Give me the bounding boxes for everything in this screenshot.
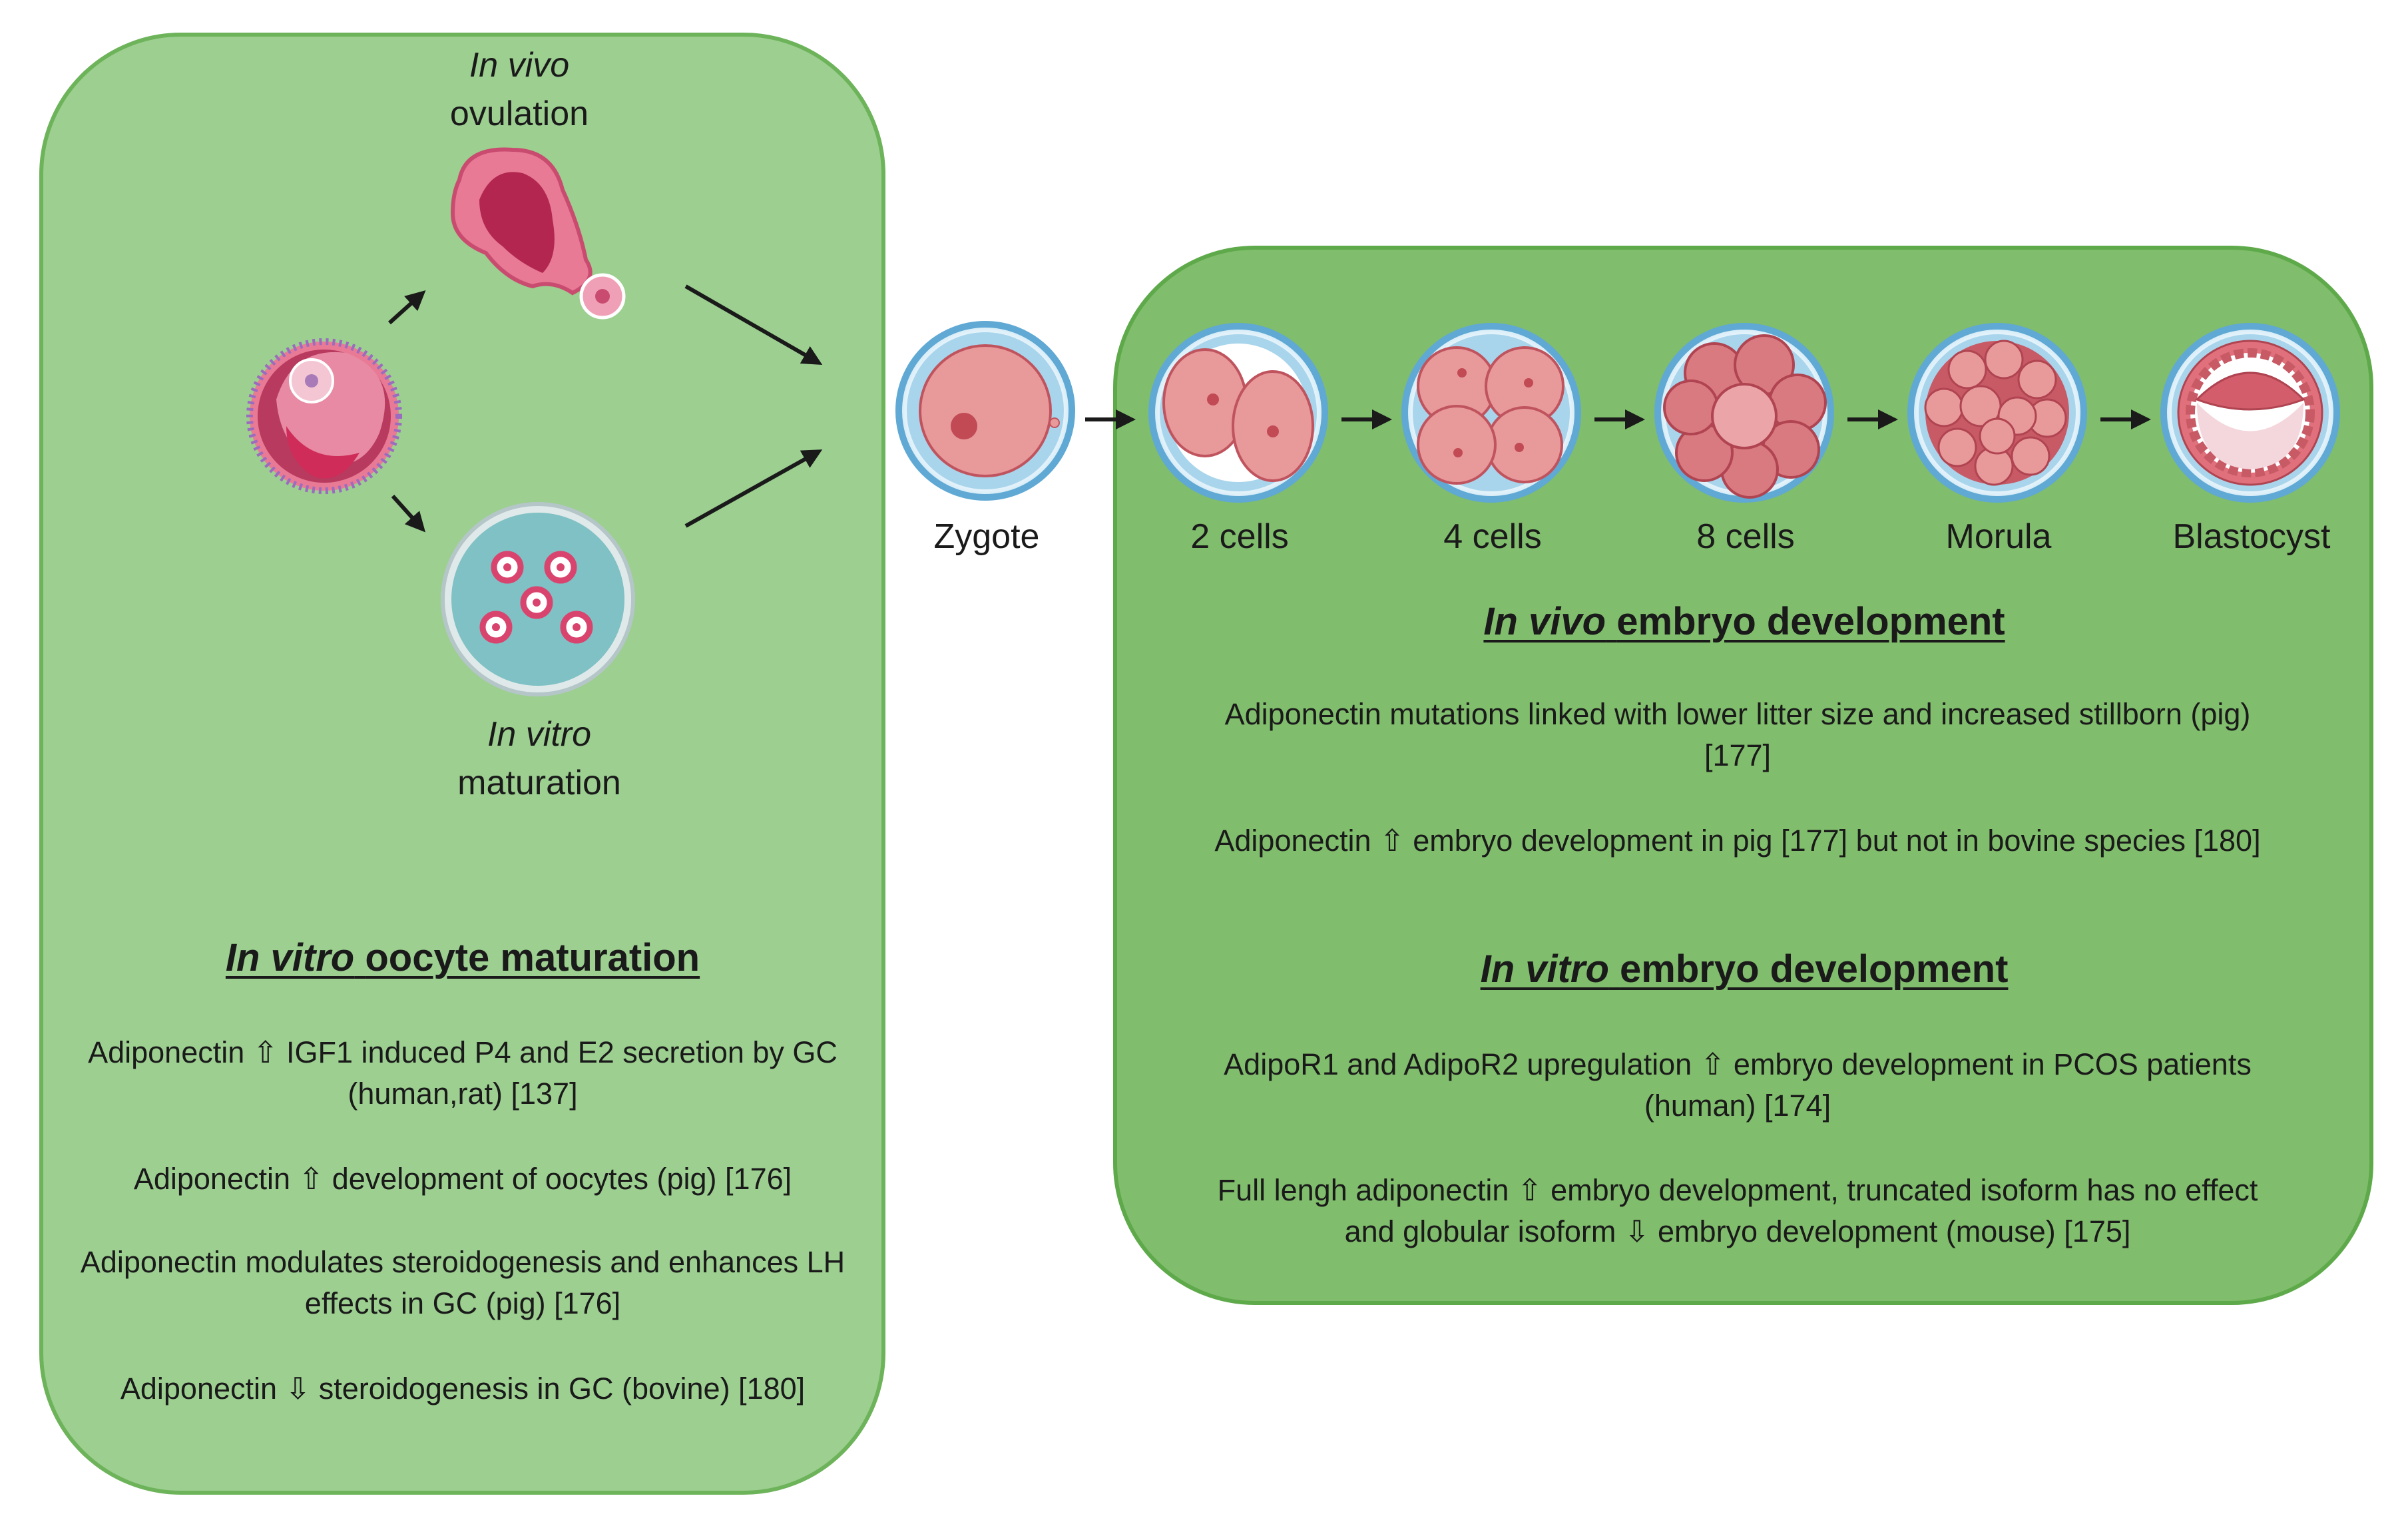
invitro-statement: AdipoR1 and AdipoR2 upregulation ⇧ embry… <box>1224 1047 2252 1123</box>
invivo-statement: Adiponectin ⇧ embryo development in pig … <box>1214 824 2261 858</box>
petri-dish-icon <box>441 502 635 696</box>
left-statement: Adiponectin ⇧ IGF1 induced P4 and E2 sec… <box>88 1035 838 1111</box>
eight-cell-embryo-icon <box>1654 323 1834 503</box>
invitro-heading-italic: In vitro <box>1480 947 1609 991</box>
invitro-statement: Full lengh adiponectin ⇧ embryo developm… <box>1217 1173 2258 1248</box>
morula-icon <box>1907 323 2087 503</box>
zygote-label: Zygote <box>934 517 1040 556</box>
stage-label-8cells: 8 cells <box>1696 517 1794 556</box>
two-cell-embryo-icon <box>1148 323 1328 503</box>
left-heading: In vitro oocyte maturation <box>100 935 826 980</box>
invivo-heading-rest: embryo development <box>1616 600 2005 643</box>
ovulation-label: ovulation <box>450 95 589 133</box>
arrow-maturation-to-zygote <box>684 449 823 528</box>
arrow-follicle-to-ovulation <box>387 290 426 325</box>
stage-label-morula: Morula <box>1946 517 2052 556</box>
ovulation-label-italic: In vivo <box>469 46 569 85</box>
left-statement: Adiponectin modulates steroidogenesis an… <box>80 1245 845 1320</box>
left-heading-rest: oocyte maturation <box>365 936 700 979</box>
left-statement: Adiponectin ⇩ steroidogenesis in GC (bov… <box>120 1372 806 1405</box>
left-heading-italic: In vitro <box>225 936 355 979</box>
ovulating-follicle-icon <box>450 147 626 320</box>
arrow-ovulation-to-zygote <box>684 284 823 365</box>
four-cell-embryo-icon <box>1401 323 1581 503</box>
maturation-label-italic: In vitro <box>487 715 591 754</box>
stage-label-4cells: 4 cells <box>1443 517 1541 556</box>
invivo-heading: In vivo embryo development <box>1172 599 2317 644</box>
maturation-label: maturation <box>457 764 621 802</box>
right-panel <box>1113 246 2373 1305</box>
arrow-follicle-to-maturation <box>391 494 426 533</box>
invivo-heading-italic: In vivo <box>1483 600 1606 643</box>
blastocyst-icon <box>2160 323 2340 503</box>
invitro-heading-rest: embryo development <box>1620 947 2009 991</box>
stage-label-blastocyst: Blastocyst <box>2173 517 2331 556</box>
left-statement: Adiponectin ⇧ development of oocytes (pi… <box>133 1162 792 1196</box>
invitro-heading: In vitro embryo development <box>1172 947 2317 991</box>
follicle-icon <box>246 338 402 494</box>
stage-label-2cells: 2 cells <box>1190 517 1288 556</box>
zygote-icon <box>895 321 1075 501</box>
invivo-statement: Adiponectin mutations linked with lower … <box>1224 697 2251 772</box>
